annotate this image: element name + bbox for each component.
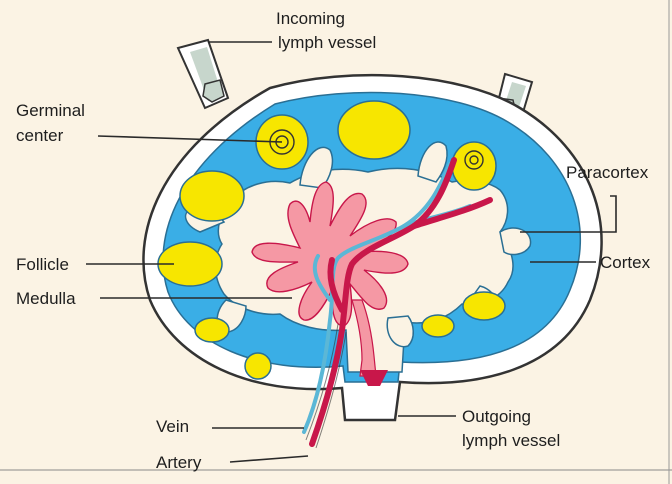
label-follicle: Follicle — [16, 255, 69, 274]
label-paracortex: Paracortex — [566, 163, 649, 182]
label-germinal-center-line1: Germinal — [16, 101, 85, 120]
label-incoming-lymph-vessel-line2: lymph vessel — [278, 33, 376, 52]
label-cortex: Cortex — [600, 253, 651, 272]
label-incoming-lymph-vessel-line1: Incoming — [276, 9, 345, 28]
follicle-top — [338, 101, 410, 159]
follicle-germinal-right — [452, 142, 496, 190]
follicle-left-upper — [180, 171, 244, 221]
label-artery: Artery — [156, 453, 202, 472]
follicle-bottom-left — [245, 353, 271, 379]
follicle-lower-left — [195, 318, 229, 342]
label-vein: Vein — [156, 417, 189, 436]
follicle-bottom-right — [422, 315, 454, 337]
follicle-lower-right — [463, 292, 505, 320]
label-outgoing-lymph-vessel-line1: Outgoing — [462, 407, 531, 426]
label-outgoing-lymph-vessel-line2: lymph vessel — [462, 431, 560, 450]
label-medulla: Medulla — [16, 289, 76, 308]
label-germinal-center-line2: center — [16, 126, 64, 145]
